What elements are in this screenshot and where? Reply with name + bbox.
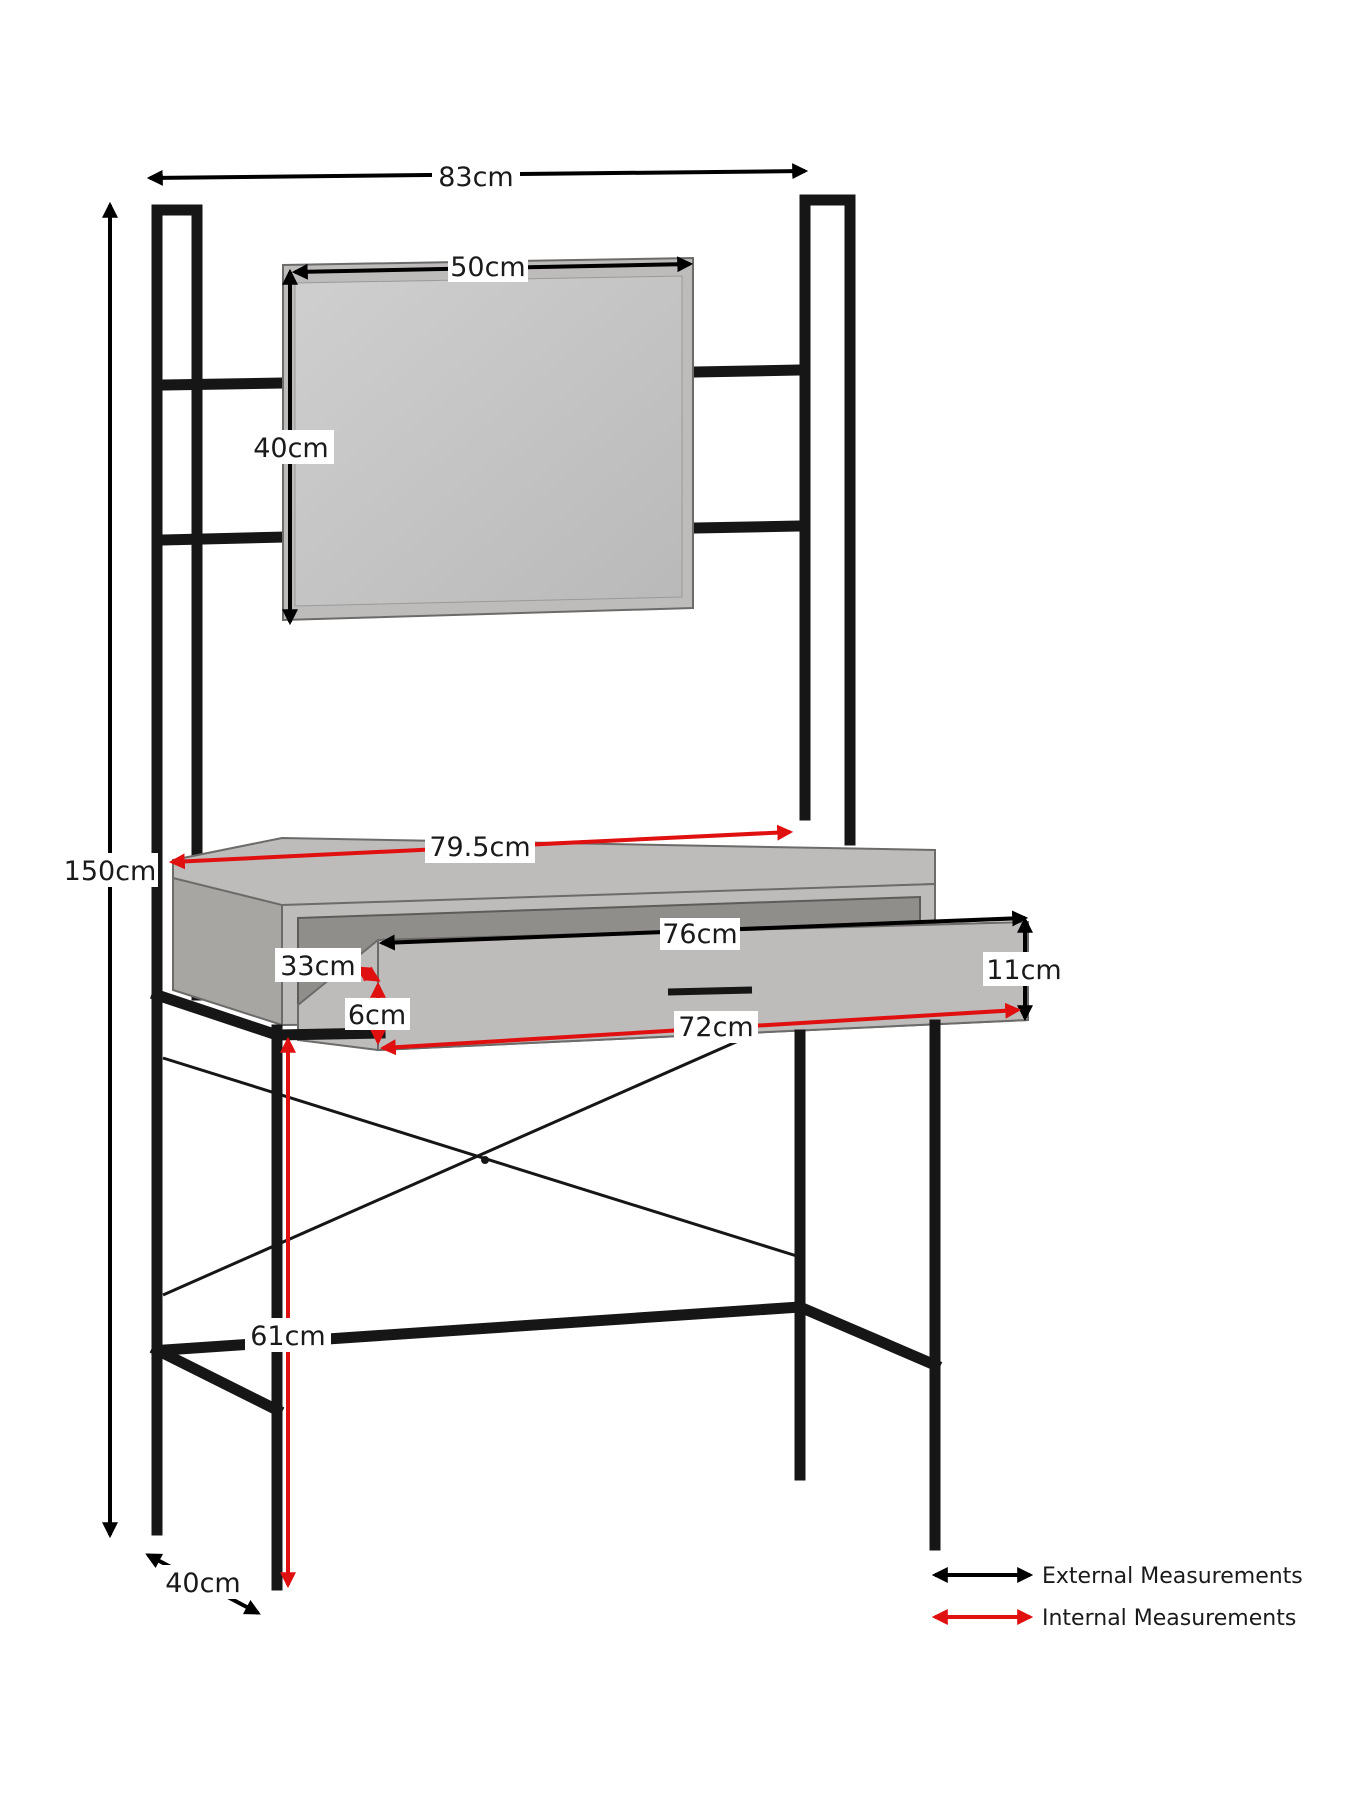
drawer-height-label: 11cm [986, 955, 1062, 986]
dimension-labels: 83cm 150cm 50cm 40cm 79.5cm 76cm 11cm 33… [64, 162, 1062, 1599]
mirror [282, 256, 694, 622]
drawer-width-label: 76cm [662, 919, 738, 950]
drawer-internal-width-label: 72cm [678, 1012, 754, 1043]
desktop-internal-width-label: 79.5cm [429, 832, 530, 863]
external-legend-label: External Measurements [1042, 1564, 1303, 1589]
lower-frame [149, 988, 943, 1591]
internal-legend-label: Internal Measurements [1042, 1606, 1296, 1631]
internal-dimensions [168, 824, 1022, 1589]
leg-clearance-label: 61cm [250, 1321, 326, 1352]
drawer-depth-label: 33cm [280, 951, 356, 982]
mirror-width-label: 50cm [450, 252, 526, 283]
overall-height-label: 150cm [64, 856, 157, 887]
drawer-internal-height-label: 6cm [348, 1000, 406, 1031]
mirror-height-label: 40cm [253, 433, 329, 464]
legend: External Measurements Internal Measureme… [931, 1564, 1303, 1631]
depth-label: 40cm [165, 1568, 241, 1599]
external-dimensions [62, 160, 1065, 1615]
overall-width-label: 83cm [438, 162, 514, 193]
